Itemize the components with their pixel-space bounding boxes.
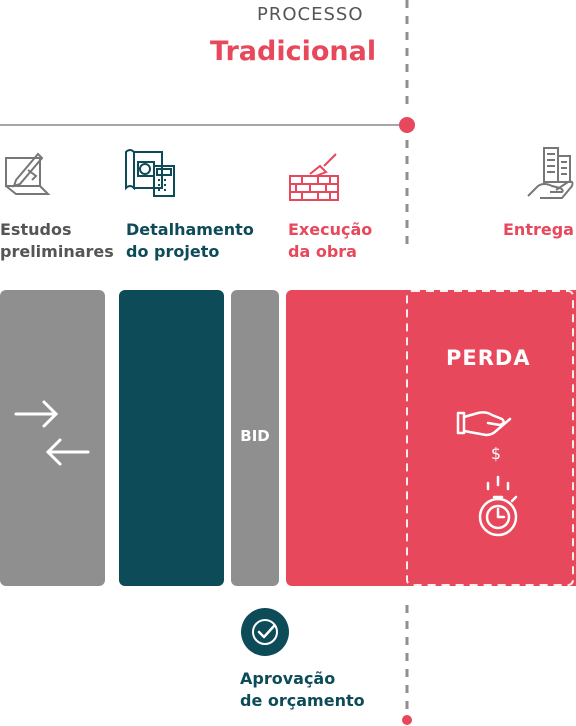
column-detalhamento (119, 290, 224, 586)
timeline-marker-dot (399, 117, 415, 133)
stage-label-entrega: Entrega (503, 219, 574, 241)
column-estudos (0, 290, 105, 586)
blueprint-calculator-icon (125, 149, 175, 197)
stage-label-line2: da obra (288, 242, 357, 261)
column-execucao (286, 290, 576, 586)
stage-label-line1: Execução (288, 220, 373, 239)
stage-label-detalhamento: Detalhamento do projeto (126, 219, 254, 263)
bid-label: BID (240, 427, 270, 445)
stage-label-execucao: Execução da obra (288, 219, 372, 263)
check-circle-icon (241, 608, 289, 656)
swap-arrows-icon (14, 400, 90, 466)
milestone-label-line1: Aprovação (240, 669, 336, 688)
process-title: Tradicional (210, 36, 377, 67)
milestone-label: Aprovação de orçamento (240, 668, 365, 712)
loss-money-time-icon: $ (456, 411, 518, 537)
plans-icon (5, 152, 51, 195)
perda-label: PERDA (446, 346, 531, 370)
column-bid: BID (231, 290, 279, 586)
stage-label-line1: Estudos (0, 220, 72, 239)
stage-label-line1: Entrega (503, 220, 574, 239)
building-hand-icon (527, 147, 574, 199)
timeline-end-dot (402, 715, 412, 725)
stage-label-line2: do projeto (126, 242, 220, 261)
dollar-sign: $ (491, 444, 501, 463)
milestone-label-line2: de orçamento (240, 691, 365, 710)
brick-trowel-icon (289, 153, 339, 201)
process-eyebrow: PROCESSO (257, 4, 364, 25)
stage-label-estudos: Estudos preliminares (0, 219, 114, 263)
stage-label-line1: Detalhamento (126, 220, 254, 239)
stage-label-line2: preliminares (0, 242, 114, 261)
